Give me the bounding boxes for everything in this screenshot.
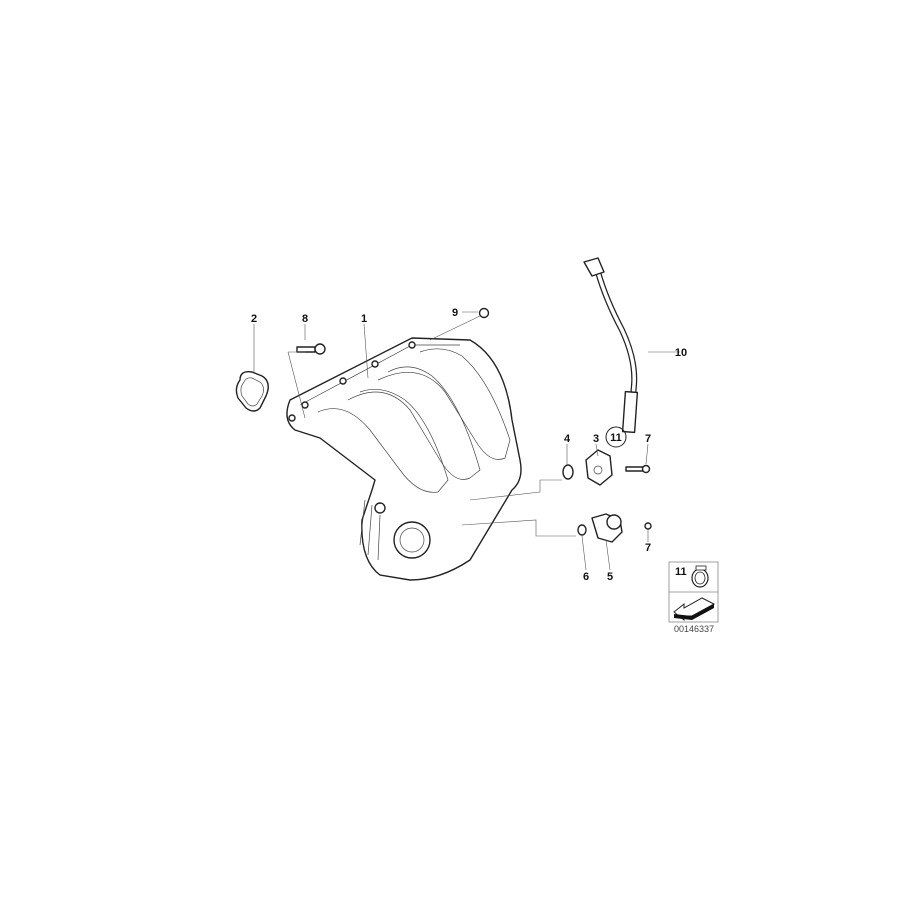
valve-part[interactable] (591, 513, 623, 543)
screw-part[interactable] (625, 464, 651, 474)
callout-label: 6 (583, 571, 589, 583)
part-number: 00146337 (674, 624, 714, 634)
screw-part[interactable] (644, 522, 652, 530)
callout-label: 4 (564, 433, 571, 445)
hose-part[interactable] (583, 257, 639, 434)
gasket-part[interactable] (235, 370, 269, 412)
legend-box: 11 (668, 561, 719, 623)
connector-part[interactable] (585, 449, 613, 486)
callout-label: 9 (452, 307, 458, 319)
bolt-part[interactable] (296, 343, 326, 355)
hose-clamp-icon (691, 565, 709, 588)
callout-circle (605, 426, 627, 448)
intake-manifold-part[interactable] (286, 337, 522, 581)
callout-label: 7 (645, 433, 651, 445)
callout-label: 11 (610, 432, 622, 444)
callout-label: 10 (675, 347, 687, 359)
o-ring-part[interactable] (562, 464, 574, 480)
arrow-icon (673, 597, 716, 622)
callout-label: 7 (645, 542, 651, 554)
nut-part[interactable] (478, 307, 490, 319)
callout-label: 5 (607, 571, 613, 583)
o-ring-part[interactable] (577, 524, 587, 536)
callout-label: 1 (361, 313, 367, 325)
callout-label: 2 (251, 313, 257, 325)
legend-item-number: 11 (675, 566, 687, 578)
callout-label: 3 (593, 433, 599, 445)
callout-label: 8 (302, 313, 308, 325)
